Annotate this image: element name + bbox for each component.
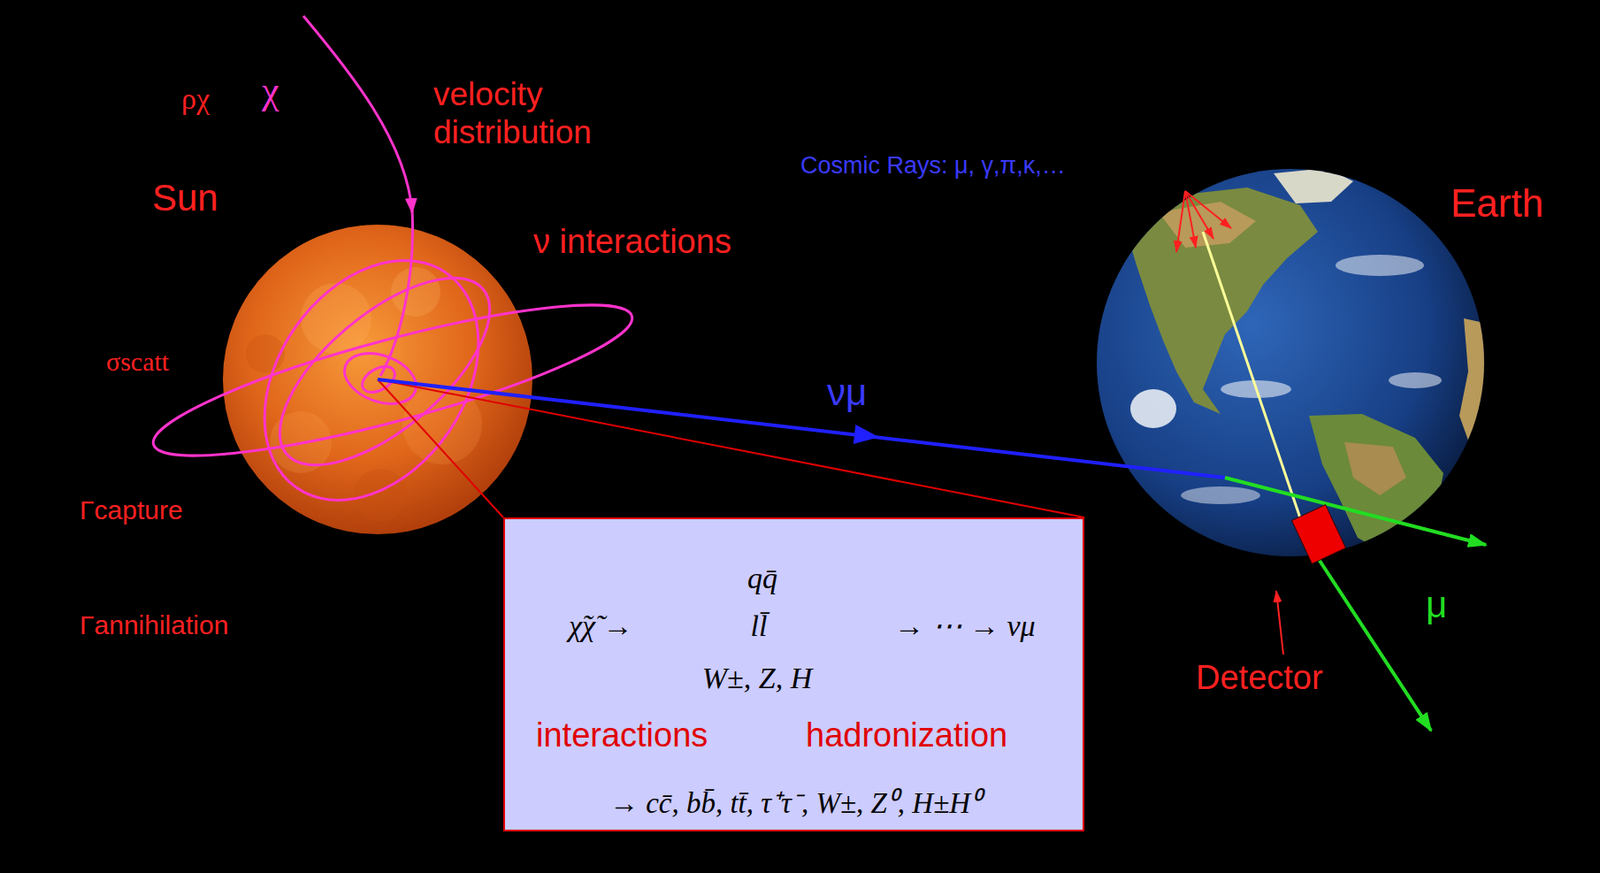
annihilation-formula: χ̃χ̃ → [568, 609, 633, 643]
particle-symbol: χ [261, 68, 280, 115]
orbit [249, 244, 521, 498]
detector-label: Detector [1195, 658, 1324, 698]
zoom-box: qq̄ χ̃χ̃ → ll̄ → ⋯ → νμ W±, Z, H interactions… [503, 517, 1085, 832]
detector-symbol [1292, 505, 1347, 565]
shower-arrow [1185, 191, 1214, 239]
africa [1459, 318, 1504, 478]
quantity-symbol: Γcapture [79, 495, 184, 527]
cloud [1180, 486, 1261, 505]
north-america [1123, 187, 1318, 414]
shower-arrow [1185, 191, 1232, 229]
density-symbol: ρχ [181, 81, 210, 116]
final-state-formula: qq̄ [747, 561, 778, 595]
wimp-orbits [143, 15, 644, 541]
earth-continents [1123, 168, 1504, 551]
process-label: ν interactions [533, 222, 732, 262]
sun-spot [390, 267, 441, 317]
cosmic-ray-muon [1202, 231, 1310, 544]
quantity-symbol: σscatt [106, 346, 169, 378]
final-state-formula: W±, Z, H [702, 661, 812, 695]
muon-track [1224, 477, 1486, 545]
decay-products-formula: → cc̄, bb̄, tt̄, τ⁺τ⁻, W±, Z⁰, H±H⁰ [609, 787, 981, 820]
orbit [220, 220, 523, 542]
cloud [1335, 254, 1424, 276]
land-detail [1344, 442, 1407, 496]
shower-arrow [1176, 191, 1186, 253]
sun-texture [245, 267, 483, 522]
neutrino-arrowhead [853, 424, 881, 447]
process-label: velocity distribution [433, 76, 664, 152]
earth-disk [1096, 168, 1485, 557]
wimp-trajectory [303, 15, 413, 213]
detector-pointer [1276, 590, 1284, 655]
muon-track [1306, 540, 1432, 731]
cosmic-ray-label: Cosmic Rays: μ, γ,π,κ,… [800, 152, 1066, 180]
sun-spot [353, 468, 407, 522]
body-label: Sun [152, 176, 219, 220]
process-label: interactions [535, 717, 708, 755]
greenland [1273, 168, 1354, 204]
cosmic-ray-shower [1176, 191, 1232, 253]
process-label: hadronization [805, 717, 1008, 755]
particle-label: νμ [826, 371, 867, 414]
body-label: Earth [1450, 181, 1544, 227]
particle-label: μ [1425, 583, 1447, 627]
cloud [1130, 389, 1177, 429]
neutrino-path [377, 379, 1225, 478]
quantity-symbol: Γannihilation [79, 610, 229, 642]
decay-chain-formula: → ⋯ → νμ [894, 609, 1036, 643]
final-state-formula: ll̄ [750, 609, 768, 643]
cloud [1388, 372, 1442, 389]
